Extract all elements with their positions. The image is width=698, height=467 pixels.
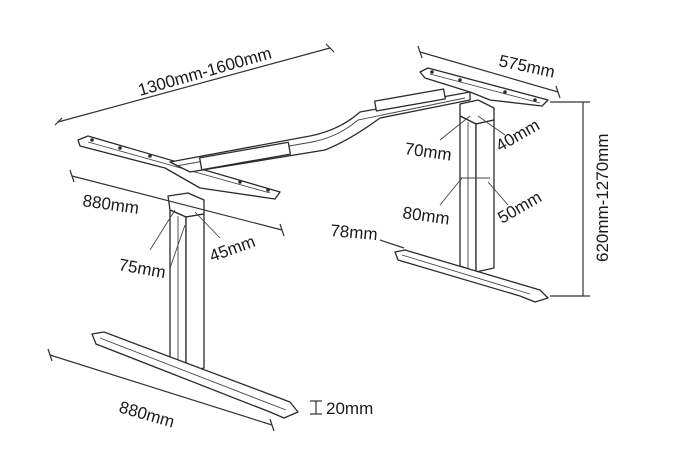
foot-length-label: 880mm <box>117 398 177 432</box>
right-foot <box>394 249 549 303</box>
depth-left-label: 880mm <box>81 191 140 218</box>
column-outer-depth-label: 40mm <box>493 115 543 155</box>
foot-width-label: 78mm <box>330 221 379 244</box>
crossbeam <box>169 88 471 173</box>
right-leg <box>459 99 495 273</box>
height-range-label: 620mm-1270mm <box>593 134 612 263</box>
column-left-depth-label: 45mm <box>207 232 258 266</box>
dimension-lines <box>47 43 590 432</box>
width-range-label: 1300mm-1600mm <box>136 44 274 100</box>
column-left-width-label: 75mm <box>117 255 167 282</box>
column-outer-width-label: 70mm <box>403 139 452 164</box>
left-leg <box>167 192 205 373</box>
left-foot <box>91 331 299 419</box>
column-base-depth-label: 50mm <box>495 187 545 227</box>
foot-height-label: 20mm <box>326 399 373 418</box>
column-base-width-label: 80mm <box>401 203 450 228</box>
right-top-bracket <box>419 67 549 107</box>
left-top-bracket <box>77 135 281 200</box>
